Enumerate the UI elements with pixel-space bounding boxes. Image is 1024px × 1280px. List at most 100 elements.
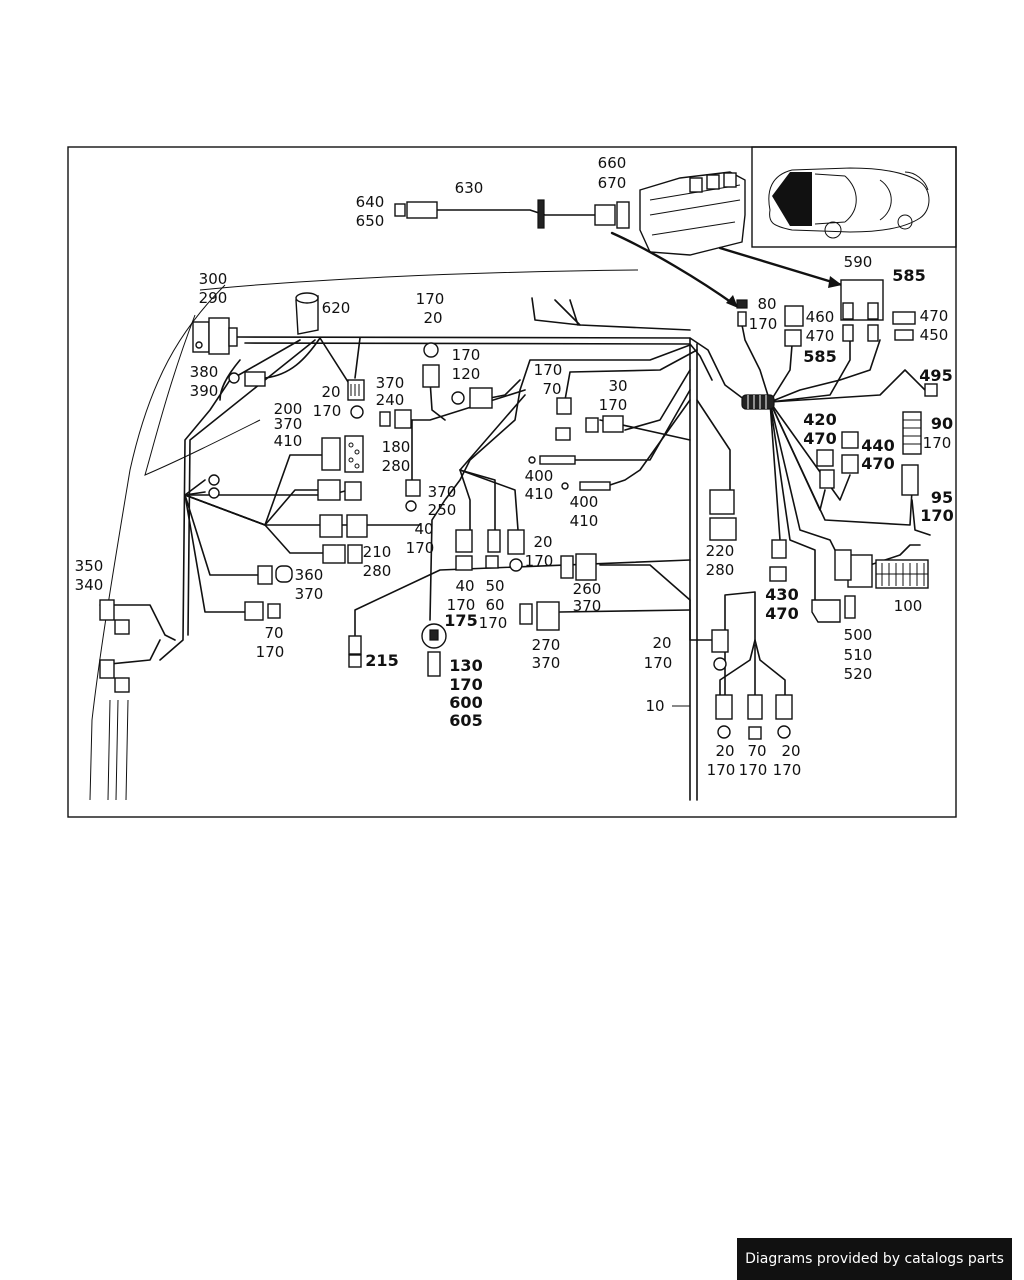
part-label: 170 (449, 675, 482, 694)
part-label: 10 (645, 697, 664, 715)
part-label: 170 (644, 654, 673, 672)
part-label: 170 (920, 506, 953, 525)
part-label: 410 (570, 512, 599, 530)
part-label: 90 (931, 414, 953, 433)
part-label: 520 (844, 665, 873, 683)
part-label: 170 (599, 396, 628, 414)
part-label: 280 (363, 562, 392, 580)
part-label: 370 (376, 374, 405, 392)
part-label: 495 (919, 366, 952, 385)
part-label: 215 (365, 651, 398, 670)
part-label: 630 (455, 179, 484, 197)
part-label: 30 (608, 377, 627, 395)
part-label: 460 (806, 308, 835, 326)
part-label: 360 (295, 566, 324, 584)
part-label: 390 (190, 382, 219, 400)
part-label: 20 (781, 742, 800, 760)
part-label: 300 (199, 270, 228, 288)
body-contour (89, 269, 639, 801)
part-label: 590 (844, 253, 873, 271)
part-label: 60 (485, 596, 504, 614)
part-label: 70 (264, 624, 283, 642)
part-label: 170 (534, 361, 563, 379)
part-label: 620 (322, 299, 351, 317)
part-label: 290 (199, 289, 228, 307)
part-label: 370 (295, 585, 324, 603)
part-label: 20 (321, 383, 340, 401)
part-label: 585 (892, 266, 925, 285)
part-label: 440 (861, 436, 894, 455)
part-label: 170 (313, 402, 342, 420)
signal-acquisition-module (639, 171, 746, 256)
part-label: 95 (931, 488, 953, 507)
part-label: 170 (406, 539, 435, 557)
part-label: 170 (452, 346, 481, 364)
part-label: 510 (844, 646, 873, 664)
part-label: 170 (525, 552, 554, 570)
part-label: 170 (749, 315, 778, 333)
part-label: 70 (747, 742, 766, 760)
part-label: 260 (573, 580, 602, 598)
diagram-frame (67, 146, 957, 818)
part-label: 170 (447, 596, 476, 614)
part-label: 130 (449, 656, 482, 675)
part-label: 470 (803, 429, 836, 448)
part-label: 470 (861, 454, 894, 473)
part-label: 170 (707, 761, 736, 779)
part-label: 670 (598, 174, 627, 192)
part-label: 240 (376, 391, 405, 409)
part-label: 410 (525, 485, 554, 503)
part-label: 370 (428, 483, 457, 501)
part-label: 370 (274, 415, 303, 433)
part-label: 410 (274, 432, 303, 450)
part-label: 20 (533, 533, 552, 551)
part-label: 170 (256, 643, 285, 661)
part-label: 170 (739, 761, 768, 779)
part-label: 470 (806, 327, 835, 345)
part-label: 500 (844, 626, 873, 644)
part-label: 210 (363, 543, 392, 561)
part-label: 100 (894, 597, 923, 615)
part-label: 80 (757, 295, 776, 313)
part-label: 380 (190, 363, 219, 381)
cable-630 (394, 199, 630, 229)
part-label: 400 (525, 467, 554, 485)
part-label: 600 (449, 693, 482, 712)
part-label: 200 (274, 400, 303, 418)
footer-credit: Diagrams provided by catalogs parts (737, 1238, 1012, 1280)
part-label: 470 (920, 307, 949, 325)
vehicle-location-inset (751, 146, 957, 248)
part-label: 280 (382, 457, 411, 475)
part-label: 170 (416, 290, 445, 308)
part-label: 170 (479, 614, 508, 632)
part-label: 20 (715, 742, 734, 760)
part-label: 250 (428, 501, 457, 519)
part-label: 175 (444, 611, 477, 630)
part-label: 370 (573, 597, 602, 615)
part-label: 585 (803, 347, 836, 366)
grommet (741, 394, 775, 410)
part-label: 180 (382, 438, 411, 456)
part-label: 170 (773, 761, 802, 779)
part-label: 220 (706, 542, 735, 560)
part-label: 120 (452, 365, 481, 383)
part-label: 660 (598, 154, 627, 172)
part-label: 420 (803, 410, 836, 429)
part-label: 50 (485, 577, 504, 595)
part-label: 640 (356, 193, 385, 211)
connectors (99, 279, 938, 740)
part-label: 350 (75, 557, 104, 575)
part-label: 470 (765, 604, 798, 623)
part-label: 400 (570, 493, 599, 511)
part-label: 430 (765, 585, 798, 604)
part-label: 270 (532, 636, 561, 654)
part-label: 370 (532, 654, 561, 672)
part-label: 170 (923, 434, 952, 452)
part-label: 70 (542, 380, 561, 398)
part-label: 40 (414, 520, 433, 538)
part-label: 450 (920, 326, 949, 344)
reference-arrows (610, 231, 844, 308)
part-label: 40 (455, 577, 474, 595)
